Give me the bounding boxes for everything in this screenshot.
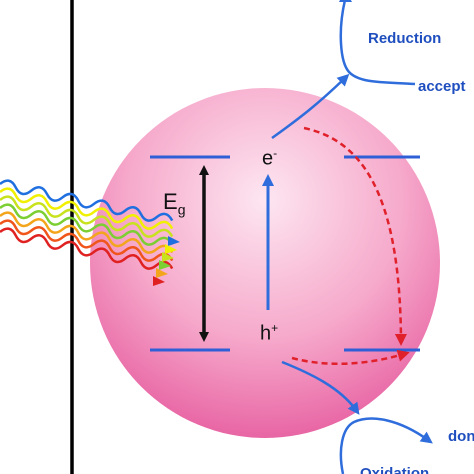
wavy-light-rays-icon xyxy=(0,179,174,270)
band-gap-label: Eg xyxy=(163,189,186,218)
donor-label: don xyxy=(448,428,474,445)
oxidation-label: Oxidation xyxy=(360,465,430,474)
hole-transfer-arrow xyxy=(281,360,360,415)
reduction-label: Reduction xyxy=(368,30,442,47)
recombination-path xyxy=(303,126,407,346)
electron-transfer-arrow xyxy=(271,73,350,140)
reduction-arrowhead xyxy=(339,0,352,2)
hole-main: h xyxy=(260,322,272,345)
oxidation-curve xyxy=(339,417,433,474)
hole-charge: + xyxy=(271,321,279,335)
light-ray-arrowheads xyxy=(153,236,180,286)
electron-label: e- xyxy=(262,147,277,169)
reduction-curve xyxy=(339,0,416,86)
hole-label: h+ xyxy=(260,322,278,344)
hole-recombination-path xyxy=(291,349,410,365)
band-gap-main: E xyxy=(163,189,178,214)
electron-charge: - xyxy=(273,146,278,160)
band-gap-sub: g xyxy=(177,201,186,218)
electron-main: e xyxy=(262,147,274,170)
acceptor-label: accept xyxy=(418,78,466,95)
